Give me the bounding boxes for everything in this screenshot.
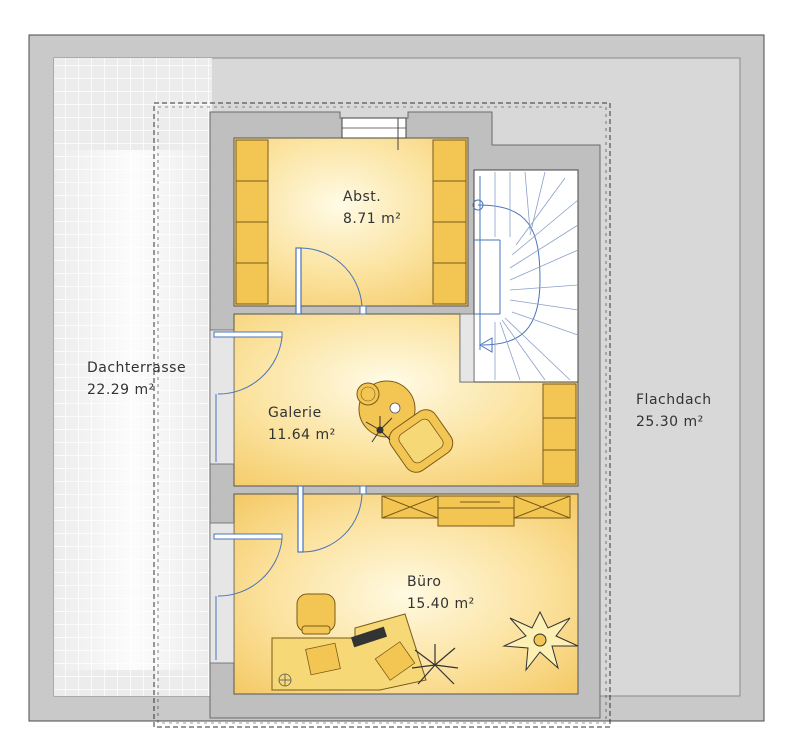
buero-sideboard xyxy=(381,495,571,527)
plant-galerie xyxy=(365,416,393,443)
wall-slot xyxy=(209,522,235,664)
room-name: Büro xyxy=(407,574,442,590)
room-label-galerie: Galerie 11.64 m² xyxy=(268,402,336,446)
buero-door xyxy=(297,485,367,553)
room-area: 11.64 m² xyxy=(268,427,336,443)
room-area: 22.29 m² xyxy=(87,382,155,398)
room-label-dachterrasse: Dachterrasse 22.29 m² xyxy=(87,357,186,401)
abst-shelf-right xyxy=(432,139,467,305)
dashed-outline xyxy=(153,102,611,728)
room-name: Flachdach xyxy=(636,392,712,408)
room-name: Dachterrasse xyxy=(87,360,187,376)
office-chair xyxy=(296,593,336,635)
abst-shelf-left xyxy=(235,139,269,305)
galerie-shelf xyxy=(542,383,577,485)
room-label-flachdach: Flachdach 25.30 m² xyxy=(636,389,712,433)
plant-buero-desk xyxy=(411,644,459,685)
wall-slot xyxy=(209,329,235,465)
room-label-buero: Büro 15.40 m² xyxy=(407,571,475,615)
room-name: Abst. xyxy=(343,189,382,205)
armchair xyxy=(388,409,454,473)
galerie-door xyxy=(213,331,283,462)
terrace-glow xyxy=(54,150,212,670)
buero-side-door xyxy=(213,533,283,660)
stair-landing xyxy=(459,313,475,383)
room-area: 8.71 m² xyxy=(343,211,402,227)
plant-buero-corner xyxy=(502,610,579,672)
room-name: Galerie xyxy=(268,405,322,421)
abst-door xyxy=(295,247,367,315)
desk xyxy=(271,613,427,691)
dashed-outline-inner xyxy=(157,106,607,724)
room-label-abst: Abst. 8.71 m² xyxy=(343,186,401,230)
room-area: 15.40 m² xyxy=(407,596,475,612)
abst-floor xyxy=(233,137,469,307)
room-area: 25.30 m² xyxy=(636,414,704,430)
staircase xyxy=(472,169,579,383)
